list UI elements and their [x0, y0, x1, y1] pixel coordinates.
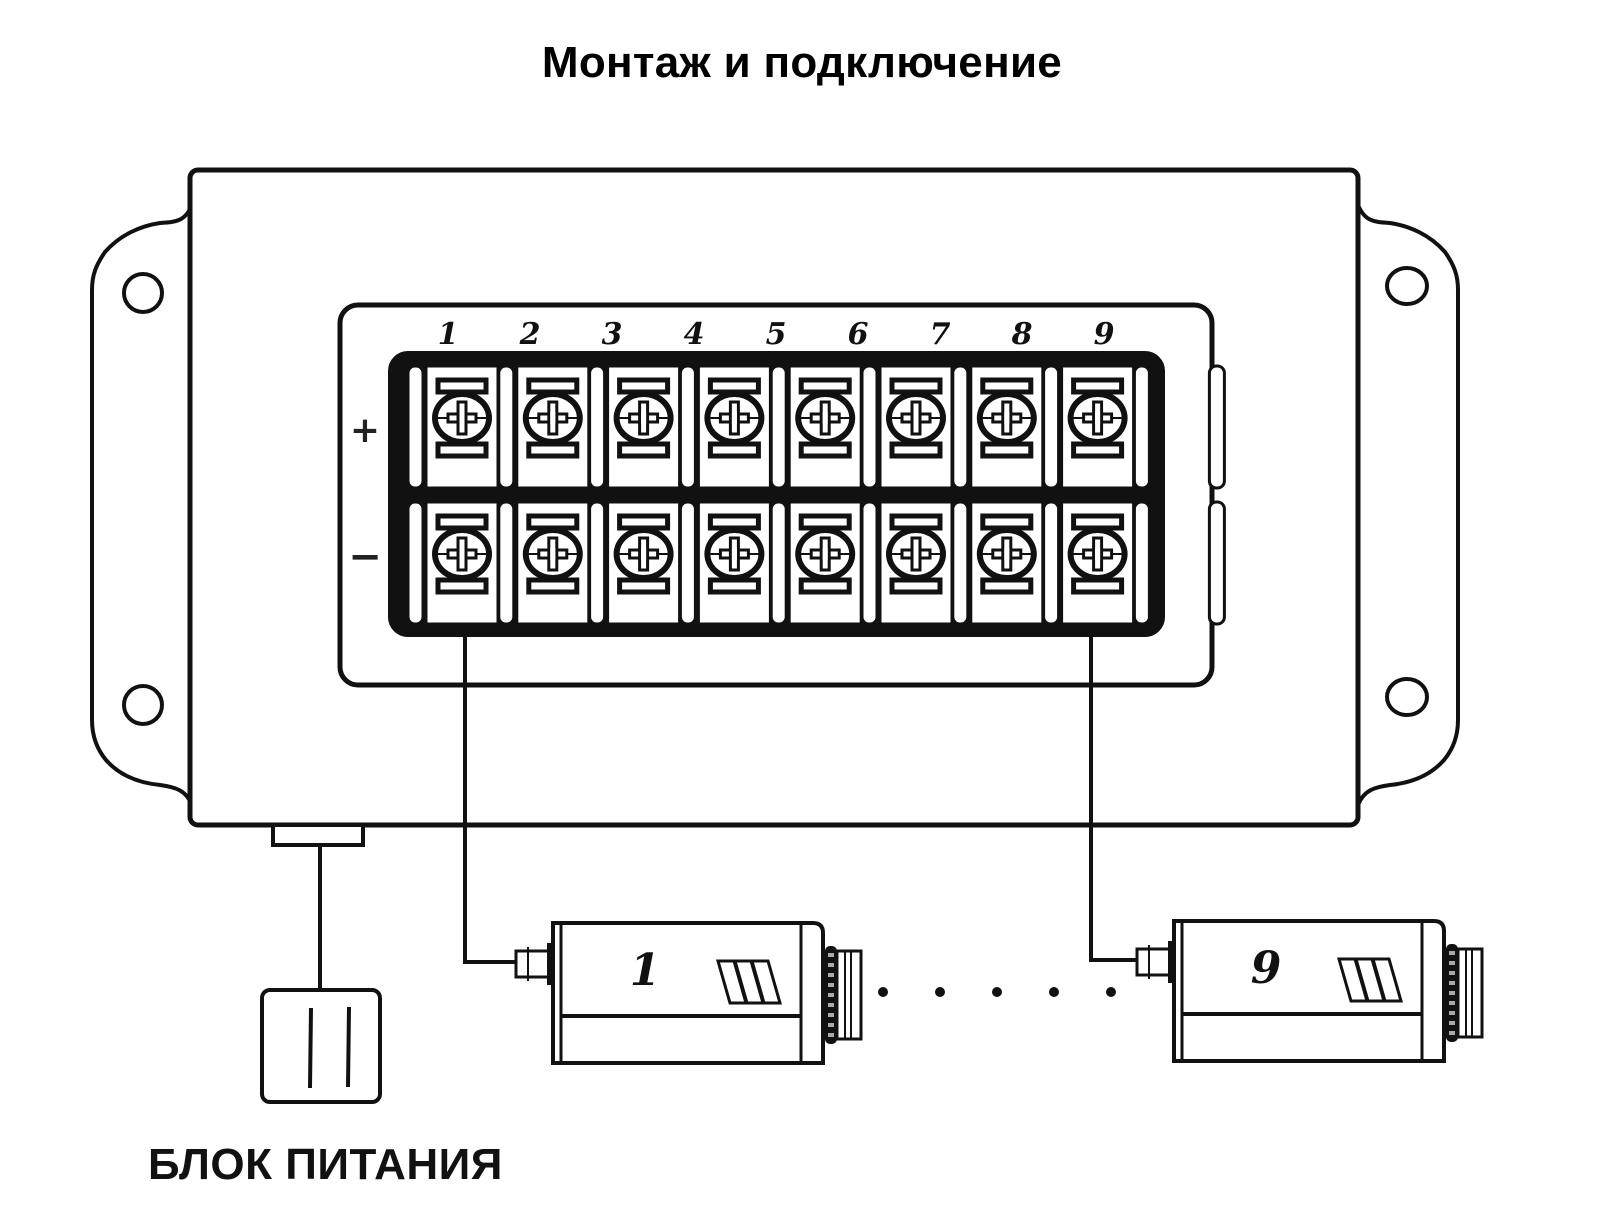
- terminal-separator: [588, 364, 607, 490]
- ellipsis-dot: [935, 987, 945, 997]
- positive-terminal[interactable]: [515, 364, 591, 490]
- terminal-separator: [1042, 364, 1061, 490]
- plug-icon: [260, 988, 382, 1104]
- phillips-screw-icon: [1067, 527, 1128, 581]
- phillips-screw-icon: [704, 391, 765, 445]
- channel-number: 1: [438, 317, 459, 352]
- terminal-separator: [406, 500, 425, 626]
- polarity-positive: +: [350, 410, 380, 451]
- channel-number: 4: [684, 317, 705, 352]
- positive-terminal[interactable]: [424, 364, 500, 490]
- positive-terminal[interactable]: [606, 364, 682, 490]
- positive-terminal[interactable]: [787, 364, 863, 490]
- power-connector: [271, 823, 365, 847]
- phillips-screw-icon: [1067, 391, 1128, 445]
- negative-terminal[interactable]: [969, 500, 1045, 626]
- channel-number: 3: [602, 317, 623, 352]
- phillips-screw-icon: [795, 527, 856, 581]
- terminal-separator: [1132, 500, 1151, 626]
- negative-terminal[interactable]: [878, 500, 954, 626]
- camera-1: 1: [514, 921, 863, 1065]
- positive-terminal[interactable]: [1060, 364, 1136, 490]
- phillips-screw-icon: [522, 391, 583, 445]
- channel-number: 6: [848, 317, 869, 352]
- negative-terminal[interactable]: [1060, 500, 1136, 626]
- terminal-separator: [406, 364, 425, 490]
- terminal-separator: [588, 500, 607, 626]
- camera-label: 9: [1251, 943, 1282, 994]
- channel-number: 9: [1094, 317, 1115, 352]
- channel-number: 8: [1011, 317, 1033, 352]
- left-mounting-ear: [90, 204, 194, 806]
- terminal-separator: [769, 500, 788, 626]
- negative-terminal[interactable]: [424, 500, 500, 626]
- channel-number: 7: [930, 317, 951, 352]
- mounting-hole-right-bottom: [1385, 677, 1429, 717]
- mounting-hole-left-top: [122, 272, 164, 314]
- channel-number: 2: [519, 317, 541, 352]
- camera-lens: [1446, 944, 1484, 1042]
- diagram-title: Монтаж и подключение: [541, 38, 1063, 87]
- phillips-screw-icon: [886, 527, 946, 581]
- polarity-negative: −: [348, 534, 382, 580]
- terminal-separator: [951, 500, 970, 626]
- channel-number: 5: [766, 317, 787, 352]
- positive-terminal[interactable]: [696, 364, 772, 490]
- terminal-separator: [497, 364, 516, 490]
- mounting-hole-right-top: [1385, 266, 1429, 306]
- terminal-separator: [860, 500, 879, 626]
- positive-terminal[interactable]: [969, 364, 1045, 490]
- phillips-screw-icon: [432, 391, 492, 445]
- power-supply-label: БЛОК ПИТАНИЯ: [148, 1140, 503, 1189]
- phillips-screw-icon: [976, 391, 1037, 445]
- terminal-separator: [951, 364, 970, 490]
- phillips-screw-icon: [976, 527, 1037, 581]
- phillips-screw-icon: [795, 391, 856, 445]
- mounting-hole-left-bottom: [122, 684, 164, 726]
- phillips-screw-icon: [613, 527, 674, 581]
- phillips-screw-icon: [522, 527, 583, 581]
- negative-terminal[interactable]: [696, 500, 772, 626]
- phillips-screw-icon: [886, 391, 946, 445]
- terminal-separator: [860, 364, 879, 490]
- terminal-separator: [1207, 364, 1226, 490]
- phillips-screw-icon: [432, 527, 492, 581]
- camera-lens: [825, 946, 863, 1044]
- wire-channel-1: [463, 636, 516, 964]
- phillips-screw-icon: [613, 391, 674, 445]
- terminal-separator: [497, 500, 516, 626]
- positive-terminal[interactable]: [878, 364, 954, 490]
- terminal-separator: [1132, 364, 1151, 490]
- camera-label: 1: [630, 945, 661, 996]
- vent-slots-icon: [1337, 957, 1403, 1003]
- terminal-separator: [769, 364, 788, 490]
- wire-channel-9: [1089, 636, 1138, 962]
- negative-terminal[interactable]: [787, 500, 863, 626]
- terminal-separator: [678, 364, 697, 490]
- ellipsis-dot: [1049, 987, 1059, 997]
- camera-9: 9: [1135, 919, 1484, 1063]
- negative-terminal[interactable]: [606, 500, 682, 626]
- ellipsis-dot: [992, 987, 1002, 997]
- phillips-screw-icon: [704, 527, 765, 581]
- negative-terminal[interactable]: [515, 500, 591, 626]
- ellipsis-dot: [1106, 987, 1116, 997]
- terminal-separator: [1207, 500, 1226, 626]
- right-mounting-ear: [1356, 204, 1460, 806]
- terminal-separator: [1042, 500, 1061, 626]
- terminal-separator: [678, 500, 697, 626]
- ellipsis-dot: [878, 987, 888, 997]
- vent-slots-icon: [716, 959, 782, 1005]
